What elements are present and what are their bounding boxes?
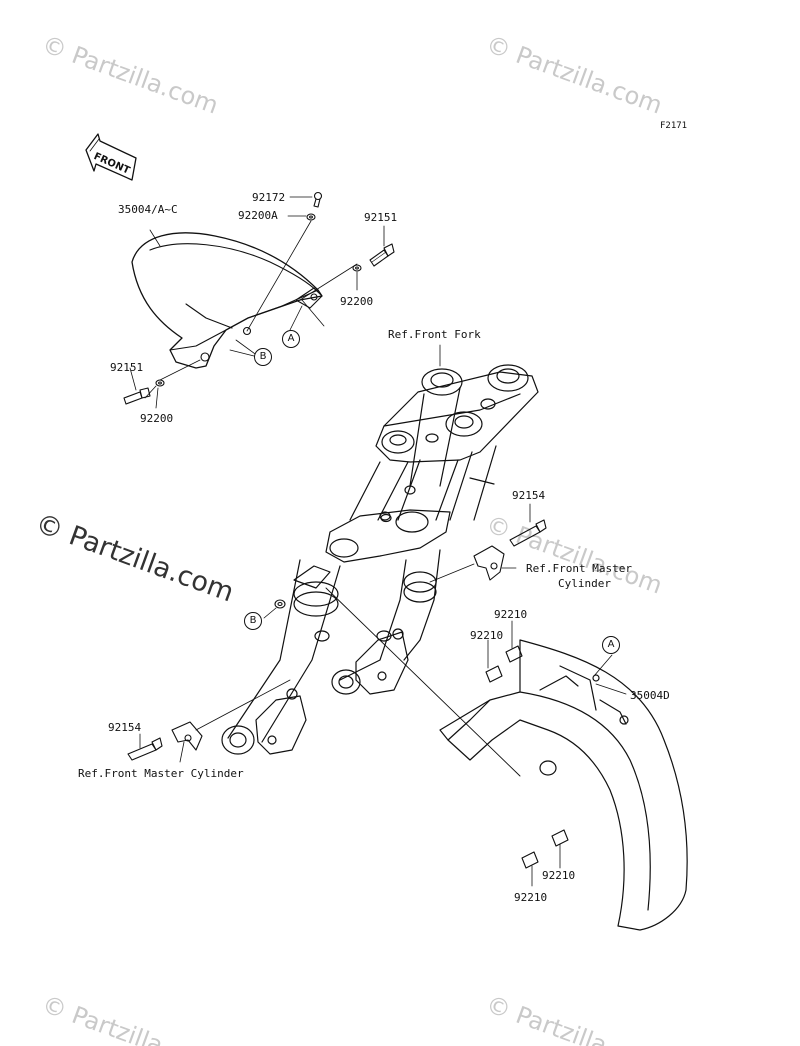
label-35004d[interactable]: 35004D xyxy=(630,689,670,702)
washer-near-b xyxy=(274,599,286,609)
callout-a-fender: A xyxy=(602,636,620,654)
label-92172[interactable]: 92172 xyxy=(252,191,286,204)
callout-a-top: A xyxy=(282,330,300,348)
label-ref-master-cylinder-right-line2[interactable]: Cylinder xyxy=(558,577,611,590)
label-ref-master-cylinder-left[interactable]: Ref.Front Master Cylinder xyxy=(78,767,244,780)
label-92154-right[interactable]: 92154 xyxy=(512,489,546,502)
label-92210-b[interactable]: 92210 xyxy=(470,629,504,642)
callout-b-top: B xyxy=(254,348,272,366)
washer-92200a xyxy=(306,213,316,221)
clip-92210-b xyxy=(485,665,503,683)
label-92151-left[interactable]: 92151 xyxy=(110,361,144,374)
label-ref-master-cylinder-right-line1[interactable]: Ref.Front Master xyxy=(526,562,632,575)
label-92210-c[interactable]: 92210 xyxy=(542,869,576,882)
front-fork xyxy=(221,364,539,777)
bracket-master-cylinder-left xyxy=(171,721,203,751)
front-arrow-icon xyxy=(85,133,137,181)
label-35004-a-c[interactable]: 35004/A~C xyxy=(118,203,178,216)
label-ref-front-fork[interactable]: Ref.Front Fork xyxy=(388,328,481,341)
bolt-92172 xyxy=(313,191,323,208)
bolt-92151-left xyxy=(123,387,151,405)
washer-92200-left xyxy=(155,379,165,387)
washer-92200-top xyxy=(352,264,362,272)
label-92210-a[interactable]: 92210 xyxy=(494,608,528,621)
label-92151-top[interactable]: 92151 xyxy=(364,211,398,224)
front-fender-35004d xyxy=(439,639,688,931)
leader-lines-lower xyxy=(139,344,627,887)
bolt-92154-left xyxy=(127,737,163,761)
bolt-92154-right xyxy=(509,519,547,547)
diagram-code: F2171 xyxy=(660,121,688,131)
label-92200-left[interactable]: 92200 xyxy=(140,412,174,425)
label-92200-top[interactable]: 92200 xyxy=(340,295,374,308)
clip-92210-c xyxy=(551,829,569,847)
callout-b-fork: B xyxy=(244,612,262,630)
clip-92210-d xyxy=(521,851,539,869)
label-92200a[interactable]: 92200A xyxy=(238,209,278,222)
leader-lines-top xyxy=(129,196,385,409)
fender-rear-section xyxy=(131,232,325,369)
label-92210-d[interactable]: 92210 xyxy=(514,891,548,904)
bracket-master-cylinder-right xyxy=(473,545,505,581)
label-92154-left[interactable]: 92154 xyxy=(108,721,142,734)
bolt-92151-top xyxy=(369,243,395,267)
clip-92210-a xyxy=(505,645,523,663)
